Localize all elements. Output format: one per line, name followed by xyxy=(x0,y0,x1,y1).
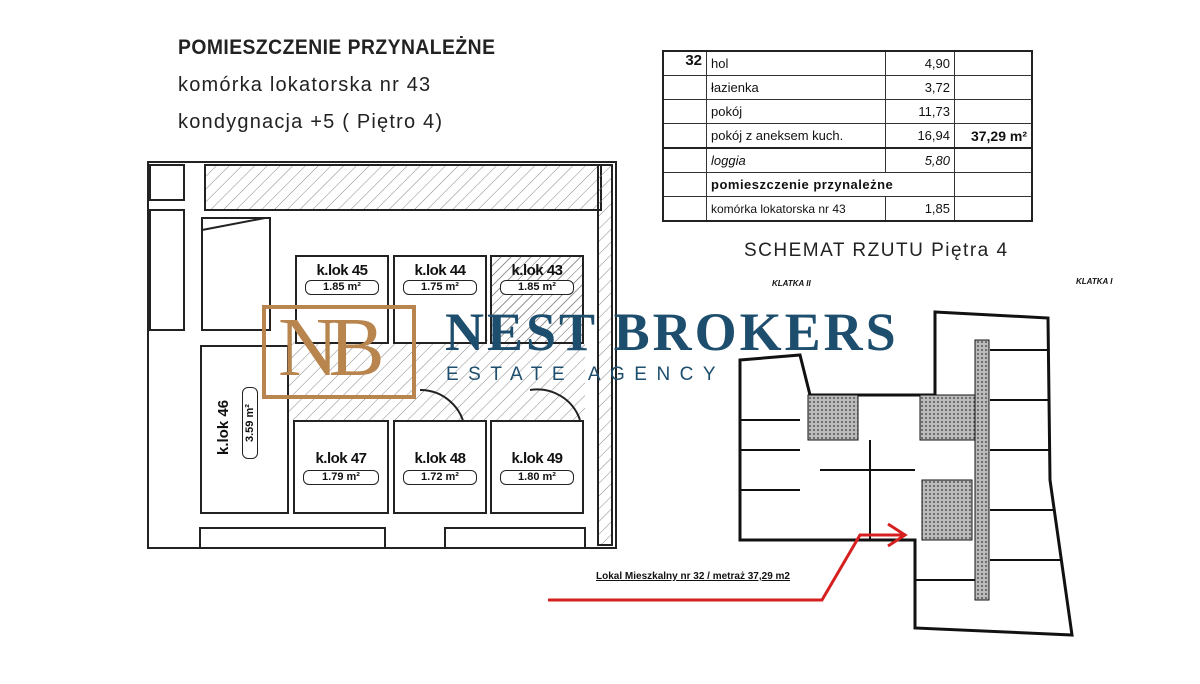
section-header: pomieszczenie przynależne xyxy=(706,172,955,197)
brand-name: NEST BROKERS xyxy=(445,302,899,362)
unit-label: k.lok 48 xyxy=(414,450,466,467)
unit-area: 1.75 m² xyxy=(403,280,477,295)
red-arrow-line xyxy=(548,533,905,602)
room-name: pokój xyxy=(706,99,886,124)
unit-label: k.lok 43 xyxy=(511,262,563,279)
heading-storage: komórka lokatorska nr 43 xyxy=(178,74,432,96)
schematic-title: SCHEMAT RZUTU Piętra 4 xyxy=(744,240,1009,261)
room-area: 1,85 xyxy=(885,196,955,222)
room-area: 5,80 xyxy=(885,147,955,173)
heading-floor: kondygnacja +5 ( Piętro 4) xyxy=(178,111,444,133)
klatka-1-label: KLATKA I xyxy=(1076,277,1113,286)
unit-label: k.lok 45 xyxy=(316,262,368,279)
unit-label: k.lok 47 xyxy=(315,450,367,467)
klatka-2-label: KLATKA II xyxy=(772,279,811,288)
unit-area: 1.72 m² xyxy=(403,470,477,485)
logo-frame xyxy=(262,305,416,399)
room-area: 11,73 xyxy=(885,99,955,124)
room-area: 16,94 xyxy=(885,123,955,149)
logo-monogram: NB xyxy=(278,301,385,394)
unit-label: k.lok 46 xyxy=(215,399,232,455)
brand-tagline: ESTATE AGENCY xyxy=(446,364,726,385)
storage-unit-49: k.lok 49 1.80 m² xyxy=(490,420,584,514)
unit-area: 3.59 m² xyxy=(242,387,258,459)
unit-area: 1.80 m² xyxy=(500,470,574,485)
unit-area: 1.85 m² xyxy=(305,280,379,295)
unit-area: 1.85 m² xyxy=(500,280,574,295)
unit-note: Lokal Mieszkalny nr 32 / metraż 37,29 m2 xyxy=(596,571,790,582)
storage-unit-47: k.lok 47 1.79 m² xyxy=(293,420,389,514)
room-area: 4,90 xyxy=(885,50,955,76)
building-schematic xyxy=(738,310,1074,637)
unit-label: k.lok 49 xyxy=(511,450,563,467)
room-name: hol xyxy=(706,50,886,76)
storage-plan-walls xyxy=(147,161,617,549)
room-name: pokój z aneksem kuch. xyxy=(706,123,886,149)
red-arrow-head xyxy=(887,522,908,548)
unit-label: k.lok 44 xyxy=(414,262,466,279)
storage-unit-48: k.lok 48 1.72 m² xyxy=(393,420,487,514)
unit-area: 1.79 m² xyxy=(303,470,379,485)
storage-unit-46: k.lok 46 3.59 m² xyxy=(200,345,289,514)
table-row: pomieszczenie przynależne xyxy=(662,172,1033,197)
room-area: 3,72 xyxy=(885,75,955,100)
heading-title: POMIESZCZENIE PRZYNALEŻNE xyxy=(178,36,496,59)
total-area: 37,29 m² xyxy=(954,123,1033,149)
unit-number: 32 xyxy=(662,50,707,76)
room-name: komórka lokatorska nr 43 xyxy=(706,196,886,222)
room-name: łazienka xyxy=(706,75,886,100)
